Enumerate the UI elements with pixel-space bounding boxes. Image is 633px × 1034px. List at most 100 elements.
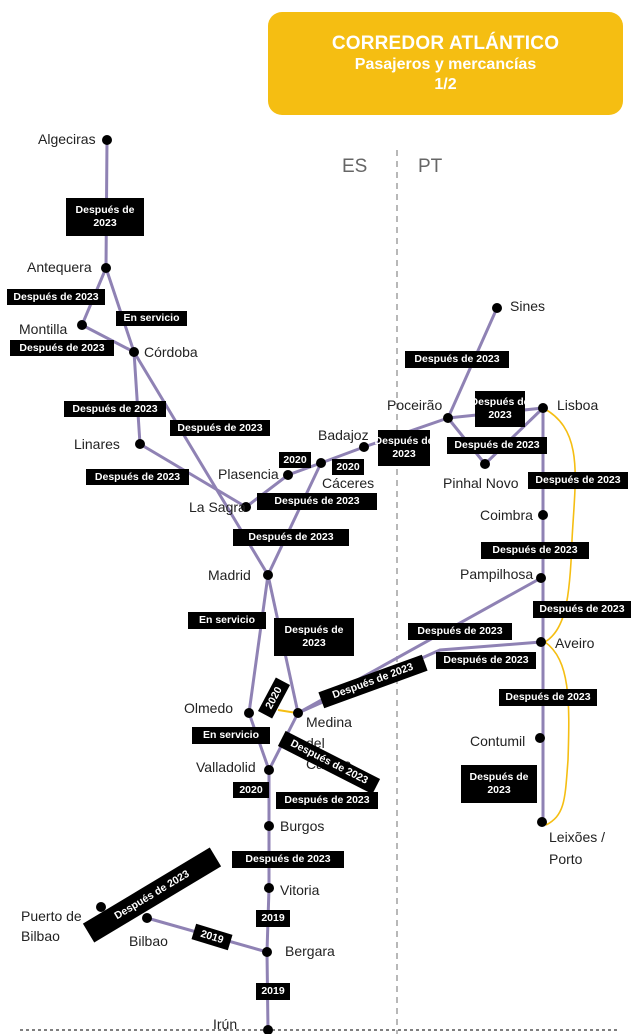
status-label: Después de 2023 <box>499 689 597 706</box>
status-label: Después de 2023 <box>232 851 344 868</box>
status-label: Después de 2023 <box>471 391 529 427</box>
status-label: Después de 2023 <box>447 437 547 454</box>
status-label: Después de 2023 <box>461 765 537 803</box>
status-label-line2: 2023 <box>488 409 512 421</box>
status-label: Después de 2023 <box>170 420 270 436</box>
dot-montilla <box>77 320 87 330</box>
status-label-line2: 2023 <box>93 217 117 229</box>
status-label: Después de 2023 <box>533 601 631 618</box>
station-puerto-de-bilbao: Puerto de Bilbao <box>21 908 82 944</box>
status-label: Después de 2023 <box>233 529 349 546</box>
title-banner: CORREDOR ATLÁNTICO Pasajeros y mercancía… <box>268 12 623 115</box>
status-label: Después de 2023 <box>66 198 144 236</box>
status-label: Después de 2023 <box>528 472 628 489</box>
dot-cordoba <box>129 347 139 357</box>
dot-la-sagra <box>241 502 251 512</box>
status-label: 2020 <box>279 452 311 468</box>
status-label: Después de 2023 <box>481 542 589 559</box>
station-sines: Sines <box>510 298 546 314</box>
dot-plasencia <box>283 470 293 480</box>
status-label: 2020 <box>233 782 269 798</box>
banner-title: CORREDOR ATLÁNTICO <box>331 33 560 54</box>
station-vitoria: Vitoria <box>280 882 320 898</box>
station-burgos: Burgos <box>280 818 325 834</box>
dot-badajoz <box>359 442 369 452</box>
dot-bergara <box>262 947 272 957</box>
dot-lisboa <box>538 403 548 413</box>
station-irun: Irún <box>213 1016 238 1032</box>
status-label: 2020 <box>332 459 364 475</box>
status-label-line1: Después de <box>284 624 344 636</box>
banner-subtitle: Pasajeros y mercancías <box>354 56 537 73</box>
station-dots <box>77 135 548 1034</box>
dot-linares <box>135 439 145 449</box>
status-label-line1: Después de <box>374 435 434 447</box>
status-label-line1: Después de <box>75 204 135 216</box>
station-plasencia: Plasencia <box>218 466 279 482</box>
station-poceirao: Poceirão <box>387 397 443 413</box>
status-label-line2: 2023 <box>302 637 326 649</box>
station-lisboa: Lisboa <box>557 397 599 413</box>
dot-valladolid <box>264 765 274 775</box>
status-label-line2: 2023 <box>392 448 416 460</box>
dot-antequera <box>101 263 111 273</box>
country-pt-label: PT <box>418 156 443 177</box>
dot-medina <box>293 708 303 718</box>
status-label: En servicio <box>116 311 187 326</box>
station-la-sagra: La Sagra <box>189 499 246 515</box>
dot-algeciras <box>102 135 112 145</box>
status-label: Después de 2023 <box>64 401 166 417</box>
status-label-line1: Después de <box>469 771 529 783</box>
status-label: Después de 2023 <box>274 618 354 656</box>
dot-contumil <box>535 733 545 743</box>
status-label: 2019 <box>256 910 290 927</box>
dot-puerto-bilbao <box>96 902 106 912</box>
status-label-line2: 2023 <box>487 784 511 796</box>
station-valladolid: Valladolid <box>196 759 256 775</box>
status-label: Después de 2023 <box>405 351 509 368</box>
station-coimbra: Coimbra <box>480 507 533 523</box>
station-caceres: Cáceres <box>322 475 375 491</box>
station-linares: Linares <box>74 436 120 452</box>
dot-burgos <box>264 821 274 831</box>
station-contumil: Contumil <box>470 733 526 749</box>
dot-sines <box>492 303 502 313</box>
station-leixoes-porto: Leixões / Porto <box>549 829 606 867</box>
station-bilbao: Bilbao <box>129 933 168 949</box>
station-aveiro: Aveiro <box>555 635 595 651</box>
status-label-line1: Después de <box>470 396 530 408</box>
dot-bilbao <box>142 913 152 923</box>
dot-irun <box>263 1025 273 1034</box>
station-cordoba: Córdoba <box>144 344 198 360</box>
station-olmedo: Olmedo <box>184 700 234 716</box>
dot-vitoria <box>264 883 274 893</box>
station-bergara: Bergara <box>285 943 335 959</box>
line-madrid-caceres <box>266 461 323 577</box>
dot-pampilhosa <box>536 573 546 583</box>
dot-coimbra <box>538 510 548 520</box>
dot-olmedo <box>244 708 254 718</box>
station-pampilhosa: Pampilhosa <box>460 566 534 582</box>
dot-pinhal-novo <box>480 459 490 469</box>
status-label: En servicio <box>192 727 270 744</box>
status-label: Después de 2023 <box>7 289 105 305</box>
station-badajoz: Badajoz <box>318 427 369 443</box>
station-antequera: Antequera <box>27 259 92 275</box>
station-montilla: Montilla <box>19 321 68 337</box>
country-es-label: ES <box>342 156 368 177</box>
line-madrid-irun <box>247 573 271 1032</box>
dot-aveiro <box>536 637 546 647</box>
status-label: Después de 2023 <box>408 623 512 640</box>
station-madrid: Madrid <box>208 567 251 583</box>
status-label: Después de 2023 <box>10 340 114 356</box>
status-label: Después de 2023 <box>257 493 377 510</box>
status-label: Después de 2023 <box>276 792 378 809</box>
status-label: Después de 2023 <box>436 652 536 669</box>
station-algeciras: Algeciras <box>38 131 96 147</box>
banner-page: 1/2 <box>434 76 457 93</box>
dot-madrid <box>263 570 273 580</box>
dot-poceirao <box>443 413 453 423</box>
dot-leixoes <box>537 817 547 827</box>
status-label: 2019 <box>256 983 290 1000</box>
